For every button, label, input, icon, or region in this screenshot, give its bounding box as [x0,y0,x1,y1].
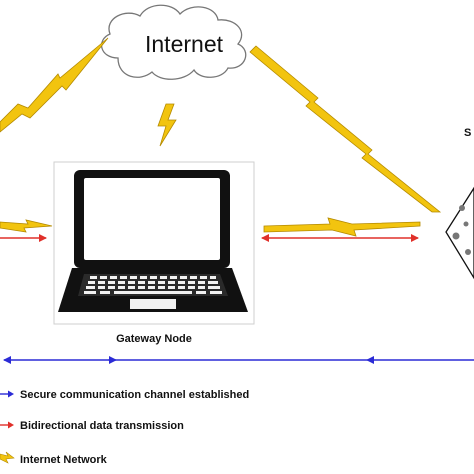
red-arrow-icon [8,421,14,429]
gateway-label: Gateway Node [116,333,192,345]
legend-label-secure: Secure communication channel established [20,389,249,401]
lightning-bolt-icon [0,219,53,233]
lightning-bolt-icon [249,45,442,213]
gateway-node: Gateway Node [53,161,255,345]
device-icon [445,186,474,280]
component-dot [463,221,469,227]
right-node-label: S [464,127,471,139]
legend: Secure communication channel established… [0,389,249,466]
blue-arrow-icon [8,390,14,398]
internet-links [0,37,442,237]
component-dot [465,249,471,255]
secure-channel [3,356,474,364]
cloud-shape-icon [100,4,247,80]
cloud-label: Internet [145,31,224,57]
blue-arrowhead [366,356,374,364]
lightning-bolt-icon [0,37,109,133]
lightning-bolt-icon [0,451,15,464]
laptop-icon [58,170,248,312]
legend-item-secure: Secure communication channel established [0,389,249,401]
right-node: S [445,127,474,280]
lightning-bolt-icon [263,217,421,237]
legend-item-bidirectional: Bidirectional data transmission [0,420,184,432]
legend-label-bidirectional: Bidirectional data transmission [20,420,184,432]
component-dot [452,232,460,240]
internet-cloud: Internet [100,4,247,80]
lightning-bolt-icon [157,103,177,147]
legend-item-internet: Internet Network [0,451,108,466]
component-dot [459,205,465,211]
legend-label-internet: Internet Network [20,454,108,466]
